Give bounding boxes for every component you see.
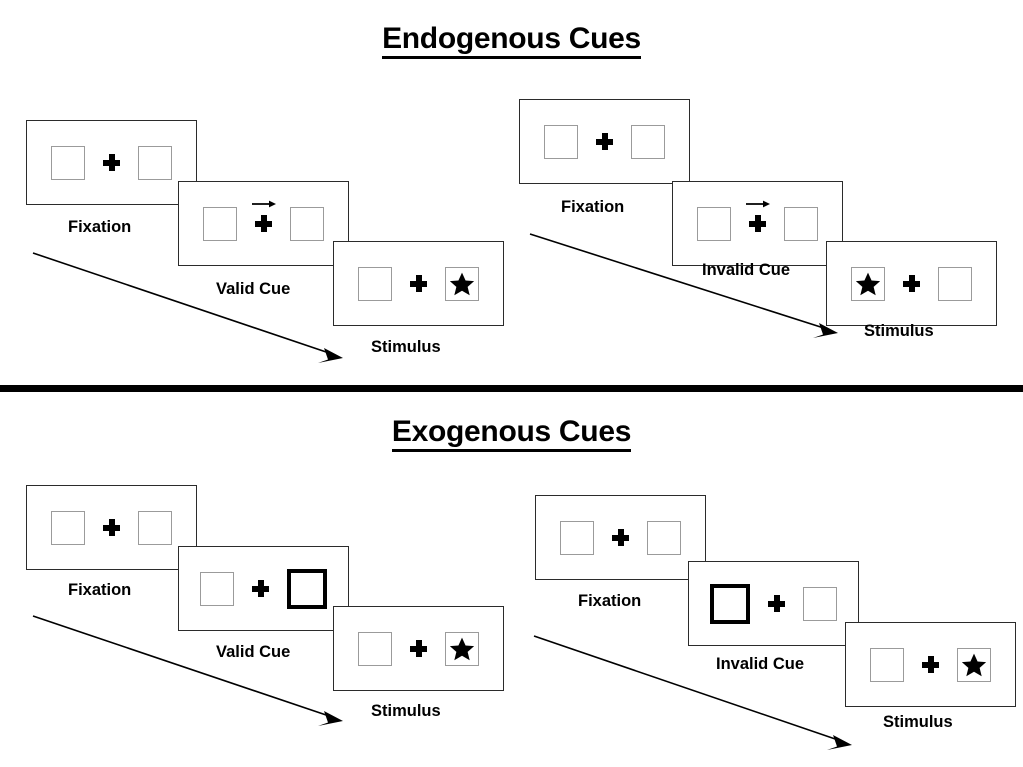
placeholder-box-left-target (851, 266, 885, 301)
panel-exogenous-valid-fixation (26, 485, 197, 570)
placeholder-box-right-cued (287, 568, 327, 609)
placeholder-box-right (784, 206, 818, 241)
fixation-cross-icon (410, 640, 427, 657)
panel-exogenous-valid-cue (178, 546, 349, 631)
placeholder-box-right (290, 206, 324, 241)
label-endogenous-invalid-cue: Invalid Cue (702, 261, 791, 279)
panel-endogenous-valid-cue (178, 181, 349, 266)
placeholder-box-right (138, 145, 172, 180)
placeholder-box-right (803, 586, 837, 621)
placeholder-box-left (544, 124, 578, 159)
fixation-cross-icon (103, 519, 120, 536)
placeholder-box-right-target (445, 266, 479, 301)
fixation-cross-icon (103, 154, 120, 171)
placeholder-box-left (560, 520, 594, 555)
panel-endogenous-invalid-fixation (519, 99, 690, 184)
section-title-exogenous: Exogenous Cues (0, 415, 1023, 452)
label-endogenous-invalid-fixation: Fixation (561, 198, 625, 216)
fixation-cross-icon (903, 275, 920, 292)
label-exogenous-invalid-fixation: Fixation (578, 592, 642, 610)
section-divider (0, 385, 1023, 392)
label-endogenous-valid-stimulus: Stimulus (371, 338, 441, 356)
placeholder-box-right-target (445, 631, 479, 666)
star-icon (449, 637, 475, 660)
fixation-cross-icon (596, 133, 613, 150)
star-icon (449, 272, 475, 295)
panel-endogenous-invalid-cue (672, 181, 843, 266)
placeholder-box-left (358, 631, 392, 666)
panel-exogenous-invalid-fixation (535, 495, 706, 580)
panel-endogenous-invalid-stimulus (826, 241, 997, 326)
placeholder-box-left (870, 647, 904, 682)
fixation-cross-icon (410, 275, 427, 292)
fixation-cross-icon (612, 529, 629, 546)
label-exogenous-invalid-stimulus: Stimulus (883, 713, 953, 731)
placeholder-box-right-target (957, 647, 991, 682)
fixation-cross-icon (252, 580, 269, 597)
label-exogenous-invalid-cue: Invalid Cue (716, 655, 805, 673)
section-title-exogenous-text: Exogenous Cues (391, 415, 631, 452)
arrow-right-icon (746, 200, 770, 208)
section-title-endogenous: Endogenous Cues (0, 22, 1023, 59)
arrow-right-icon (252, 200, 276, 208)
placeholder-box-left (51, 145, 85, 180)
time-flow-arrow-icon (533, 635, 852, 750)
panel-exogenous-invalid-stimulus (845, 622, 1016, 707)
placeholder-box-right (938, 266, 972, 301)
placeholder-box-left (200, 571, 234, 606)
section-title-endogenous-text: Endogenous Cues (382, 22, 641, 59)
label-exogenous-valid-cue: Valid Cue (216, 643, 291, 661)
placeholder-box-right (647, 520, 681, 555)
placeholder-box-left (51, 510, 85, 545)
label-endogenous-invalid-stimulus: Stimulus (864, 322, 934, 340)
star-icon (961, 653, 987, 676)
fixation-cross-icon (252, 200, 276, 232)
placeholder-box-left (697, 206, 731, 241)
fixation-cross-icon (922, 656, 939, 673)
fixation-cross-icon (746, 200, 770, 232)
panel-exogenous-valid-stimulus (333, 606, 504, 691)
panel-endogenous-valid-stimulus (333, 241, 504, 326)
label-exogenous-valid-fixation: Fixation (68, 581, 132, 599)
star-icon (855, 272, 881, 295)
panel-endogenous-valid-fixation (26, 120, 197, 205)
placeholder-box-right (631, 124, 665, 159)
placeholder-box-left-cued (710, 583, 750, 624)
panel-exogenous-invalid-cue (688, 561, 859, 646)
label-endogenous-valid-cue: Valid Cue (216, 280, 291, 298)
fixation-cross-icon (768, 595, 785, 612)
placeholder-box-right (138, 510, 172, 545)
label-exogenous-valid-stimulus: Stimulus (371, 702, 441, 720)
label-endogenous-valid-fixation: Fixation (68, 218, 132, 236)
placeholder-box-left (203, 206, 237, 241)
placeholder-box-left (358, 266, 392, 301)
